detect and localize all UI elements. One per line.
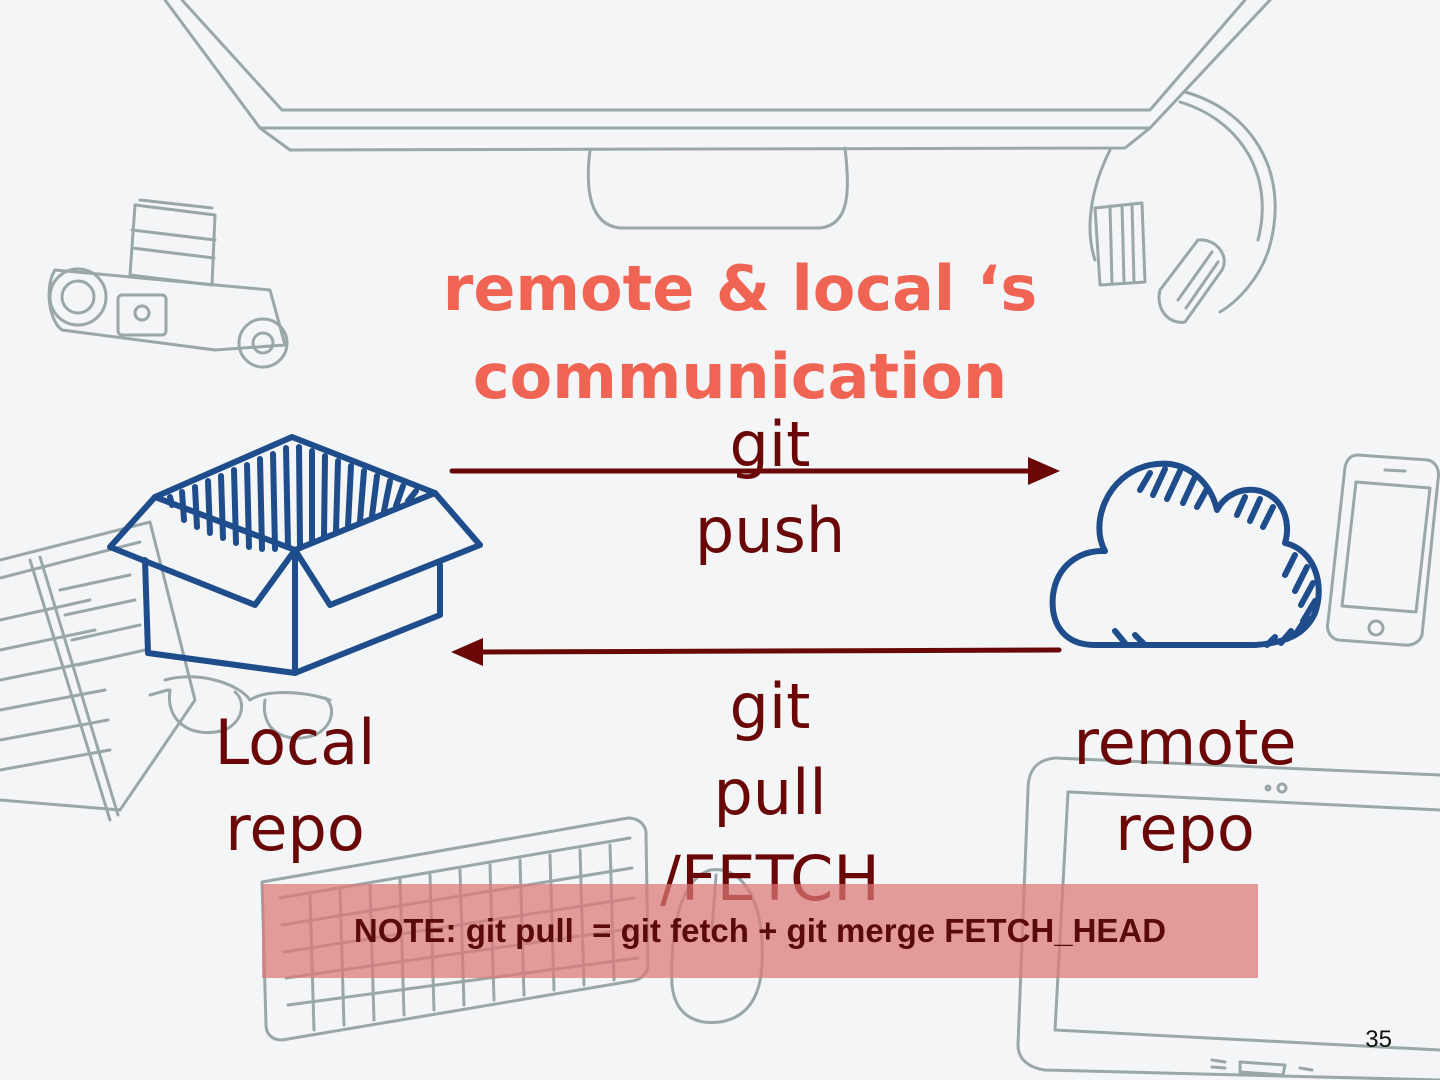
headphones-icon: [1088, 90, 1277, 324]
local-line-1: Local: [214, 706, 376, 779]
push-line-1: git: [729, 408, 811, 481]
remote-repo-label: remote repo: [1040, 700, 1330, 872]
tablet-icon: [1016, 756, 1440, 1080]
monitor-icon: [163, 0, 1272, 230]
remote-line-2: repo: [1115, 792, 1255, 865]
open-box-icon: [107, 434, 483, 676]
push-arrow: [449, 457, 1060, 485]
camera-icon: [47, 198, 289, 369]
notebook-icon: [0, 520, 197, 822]
slide-title: remote & local ‘s communication: [400, 245, 1080, 421]
git-push-label: git push: [640, 402, 900, 574]
page-number: 35: [1365, 1026, 1392, 1053]
local-line-2: repo: [225, 792, 365, 865]
note-box: NOTE: git pull = git fetch + git merge F…: [262, 884, 1258, 978]
remote-line-1: remote: [1073, 706, 1297, 779]
title-line-2: communication: [472, 340, 1008, 413]
pull-arrow: [451, 638, 1062, 666]
local-repo-label: Local repo: [180, 700, 410, 872]
glasses-icon: [148, 675, 334, 740]
push-line-2: push: [694, 494, 846, 567]
title-line-1: remote & local ‘s: [442, 252, 1038, 325]
pull-line-1: git: [729, 670, 811, 743]
pull-line-2: pull: [713, 756, 827, 829]
cloud-icon: [1049, 460, 1322, 648]
phone-icon: [1326, 453, 1440, 647]
